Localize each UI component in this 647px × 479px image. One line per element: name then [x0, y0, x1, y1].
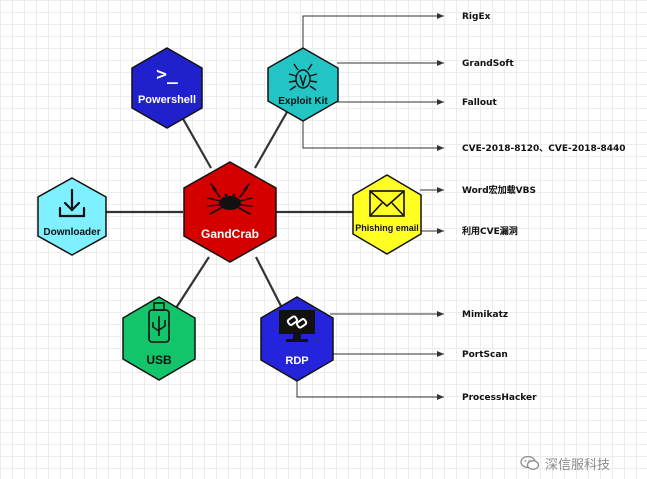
bug-icon [288, 63, 318, 91]
usb-icon [148, 302, 170, 343]
node-rdp[interactable]: RDP [260, 296, 334, 382]
label-cve-2018: CVE-2018-8120、CVE-2018-8440 [462, 144, 626, 154]
node-gandcrab[interactable]: GandCrab [183, 161, 277, 263]
node-label-rdp: RDP [285, 355, 308, 367]
label-word-macro: Word宏加载VBS [462, 184, 536, 196]
node-label-powershell: Powershell [138, 94, 196, 106]
node-exploit-kit[interactable]: Exploit Kit [267, 47, 339, 122]
crab-icon [207, 183, 253, 215]
hexagon-powershell [131, 47, 203, 129]
phishing-labels: Word宏加载VBS 利用CVE漏洞 [461, 184, 536, 237]
prompt-glyph: >_ [156, 64, 178, 85]
spoke-powershell [177, 109, 212, 169]
hexagon-gandcrab [183, 161, 277, 263]
label-mimikatz: Mimikatz [462, 310, 508, 320]
rdp-labels: Mimikatz PortScan ProcessHacker [462, 310, 537, 403]
label-cve-exploit: 利用CVE漏洞 [461, 225, 518, 237]
node-label-phishing: Phishing email [355, 223, 419, 233]
label-processhacker: ProcessHacker [462, 393, 537, 403]
label-portscan: PortScan [462, 350, 508, 360]
monitor-link-icon [279, 310, 315, 342]
download-icon [58, 188, 86, 218]
phishing-branches [420, 187, 444, 234]
spoke-usb [175, 256, 210, 309]
branch-cve [302, 120, 444, 151]
node-label-usb: USB [146, 353, 172, 367]
spoke-exploit-kit [254, 111, 288, 169]
node-label-exploit-kit: Exploit Kit [278, 96, 328, 107]
watermark: 深信服科技 [520, 452, 640, 474]
label-grandsoft: GrandSoft [462, 59, 514, 69]
exploit-kit-labels: RigEx GrandSoft Fallout CVE-2018-8120、CV… [462, 12, 626, 154]
envelope-icon [369, 190, 405, 217]
node-usb[interactable]: USB [122, 296, 196, 381]
hexagon-phishing [352, 174, 422, 255]
watermark-text: 深信服科技 [545, 457, 611, 473]
branch-processhacker [296, 372, 444, 400]
label-fallout: Fallout [462, 98, 497, 108]
branch-rigex [302, 13, 444, 48]
node-powershell[interactable]: >_ Powershell [131, 47, 203, 129]
node-phishing-email[interactable]: Phishing email [352, 174, 422, 255]
wechat-icon [520, 455, 540, 470]
label-rigex: RigEx [462, 12, 491, 22]
exploit-kit-branches [302, 13, 444, 151]
node-downloader[interactable]: Downloader [37, 177, 107, 256]
terminal-icon: >_ [156, 64, 178, 85]
node-label-downloader: Downloader [43, 227, 100, 238]
spoke-rdp [255, 256, 282, 307]
hexagon-usb [122, 296, 196, 381]
spokes [104, 109, 356, 309]
node-label-gandcrab: GandCrab [201, 227, 259, 241]
